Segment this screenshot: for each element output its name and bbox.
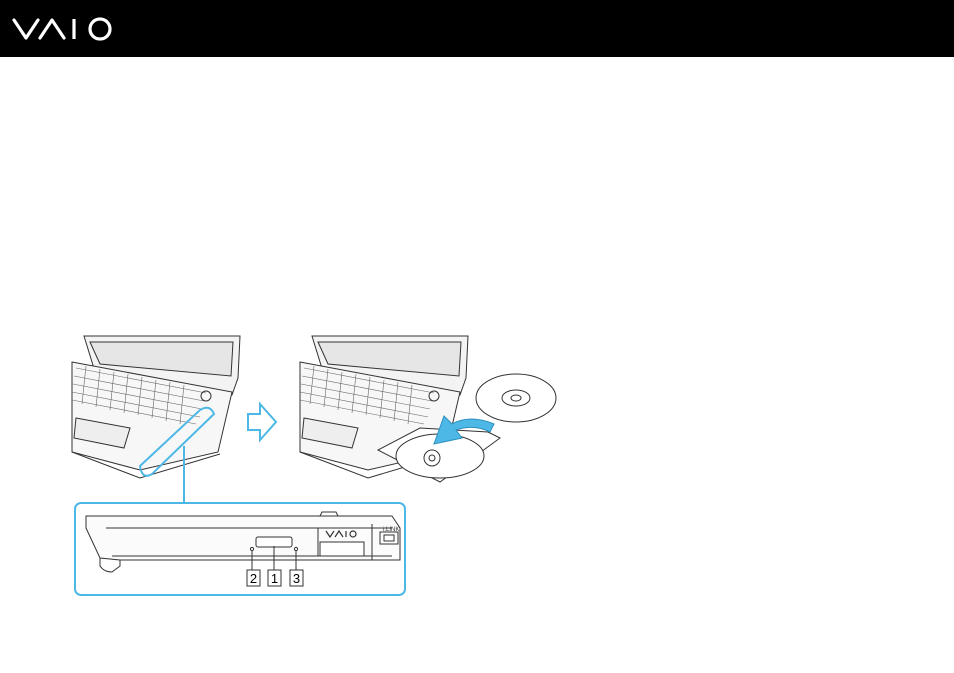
callout-label-3: 3 xyxy=(290,570,303,586)
svg-text:1: 1 xyxy=(271,571,278,586)
callout-box: i.LINK 2 1 3 xyxy=(75,503,405,595)
callout-label-2: 2 xyxy=(247,570,260,586)
svg-text:2: 2 xyxy=(250,571,257,586)
disc-icon xyxy=(476,374,556,422)
laptop-left xyxy=(72,336,240,478)
eject-button xyxy=(256,537,292,547)
arrow-right-icon xyxy=(248,404,276,440)
port-label: i.LINK xyxy=(383,527,399,533)
laptop-right xyxy=(300,336,500,482)
callout-label-1: 1 xyxy=(268,570,281,586)
svg-text:3: 3 xyxy=(293,571,300,586)
ilink-port-icon xyxy=(380,532,398,544)
